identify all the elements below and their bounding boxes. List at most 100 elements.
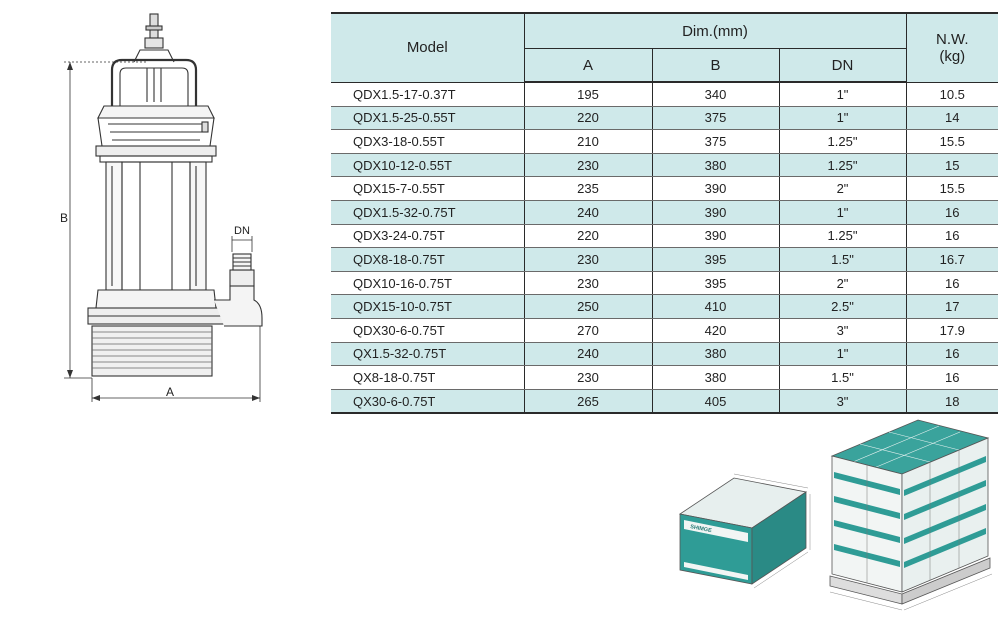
cell-model: QX1.5-32-0.75T	[331, 342, 524, 367]
cell-nw: 16.7	[905, 247, 999, 272]
cell-nw: 17.9	[905, 318, 999, 343]
cell-dn: 1"	[778, 106, 907, 131]
cell-b: 375	[651, 106, 779, 131]
cell-nw: 16	[905, 271, 999, 296]
cell-b: 375	[651, 129, 779, 154]
cell-b: 390	[651, 200, 779, 225]
cell-model: QDX3-18-0.55T	[331, 129, 524, 154]
cell-nw: 17	[905, 294, 999, 319]
cell-model: QDX30-6-0.75T	[331, 318, 524, 343]
header-b: B	[651, 48, 779, 83]
dimension-label-b: B	[60, 211, 68, 225]
cell-nw: 15.5	[905, 176, 999, 201]
cell-model: QDX10-16-0.75T	[331, 271, 524, 296]
cell-b: 420	[651, 318, 779, 343]
header-nw: N.W. (kg)	[905, 12, 999, 83]
pallet-stack	[829, 419, 993, 611]
cell-a: 220	[523, 106, 652, 131]
cell-model: QX8-18-0.75T	[331, 365, 524, 390]
cell-dn: 1"	[778, 342, 907, 367]
cell-dn: 2"	[778, 176, 907, 201]
cell-nw: 10.5	[905, 82, 999, 107]
header-nw-line1: N.W.	[936, 30, 969, 48]
cell-a: 235	[523, 176, 652, 201]
cell-a: 210	[523, 129, 652, 154]
cell-nw: 18	[905, 389, 999, 415]
cell-nw: 14	[905, 106, 999, 131]
cell-dn: 1.5"	[778, 365, 907, 390]
cell-dn: 1"	[778, 200, 907, 225]
cell-dn: 3"	[778, 318, 907, 343]
cell-nw: 16	[905, 342, 999, 367]
cell-dn: 1"	[778, 82, 907, 107]
cell-nw: 15.5	[905, 129, 999, 154]
cell-a: 240	[523, 200, 652, 225]
header-nw-line2: (kg)	[939, 47, 966, 65]
cell-a: 240	[523, 342, 652, 367]
cell-dn: 2.5"	[778, 294, 907, 319]
cell-a: 270	[523, 318, 652, 343]
cell-b: 390	[651, 224, 779, 249]
cell-model: QDX15-7-0.55T	[331, 176, 524, 201]
cell-model: QDX10-12-0.55T	[331, 153, 524, 178]
cell-a: 230	[523, 365, 652, 390]
cell-nw: 15	[905, 153, 999, 178]
cell-b: 380	[651, 153, 779, 178]
cell-a: 250	[523, 294, 652, 319]
pump-dimension-drawing: B A DN	[60, 13, 263, 402]
cell-model: QX30-6-0.75T	[331, 389, 524, 415]
cell-dn: 1.5"	[778, 247, 907, 272]
cell-a: 230	[523, 271, 652, 296]
header-dim: Dim.(mm)	[523, 12, 907, 49]
cell-a: 220	[523, 224, 652, 249]
header-model: Model	[331, 12, 524, 83]
cell-b: 340	[651, 82, 779, 107]
cell-a: 265	[523, 389, 652, 415]
cell-dn: 1.25"	[778, 224, 907, 249]
cell-model: QDX15-10-0.75T	[331, 294, 524, 319]
cell-model: QDX3-24-0.75T	[331, 224, 524, 249]
single-box: SHIMGE	[678, 473, 811, 589]
cell-b: 380	[651, 342, 779, 367]
dimension-label-a: A	[166, 385, 174, 399]
cell-b: 410	[651, 294, 779, 319]
box-brand: SHIMGE	[690, 524, 713, 534]
cell-model: QDX1.5-17-0.37T	[331, 82, 524, 107]
cell-b: 390	[651, 176, 779, 201]
cell-dn: 3"	[778, 389, 907, 415]
cell-nw: 16	[905, 224, 999, 249]
cell-model: QDX8-18-0.75T	[331, 247, 524, 272]
cell-dn: 1.25"	[778, 153, 907, 178]
cell-a: 230	[523, 153, 652, 178]
cell-a: 230	[523, 247, 652, 272]
packaging-illustration: SHIMGE	[678, 419, 993, 611]
cell-model: QDX1.5-25-0.55T	[331, 106, 524, 131]
spec-table: Model Dim.(mm) N.W. (kg) A B DN QDX1.5-1…	[331, 12, 999, 415]
cell-nw: 16	[905, 365, 999, 390]
header-a: A	[523, 48, 652, 83]
cell-b: 405	[651, 389, 779, 415]
cell-b: 395	[651, 271, 779, 296]
cell-b: 395	[651, 247, 779, 272]
cell-a: 195	[523, 82, 652, 107]
cell-model: QDX1.5-32-0.75T	[331, 200, 524, 225]
cell-dn: 1.25"	[778, 129, 907, 154]
cell-dn: 2"	[778, 271, 907, 296]
cell-nw: 16	[905, 200, 999, 225]
dimension-label-dn: DN	[234, 225, 250, 237]
